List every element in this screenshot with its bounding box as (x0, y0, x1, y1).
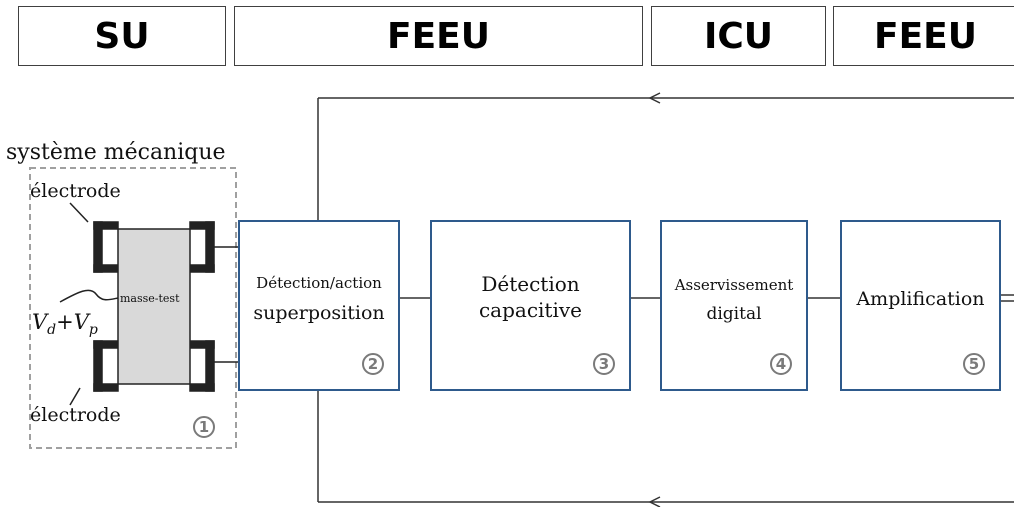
step-number-2: 2 (362, 353, 384, 375)
header-su: SU (18, 6, 226, 66)
block-amplification-line1: Amplification (856, 288, 985, 310)
step-number-5: 5 (963, 353, 985, 375)
header-feeu-2: FEEU (833, 6, 1014, 66)
step-number-1: 1 (193, 416, 215, 438)
electrode-top-label: électrode (30, 180, 121, 202)
step-number-3: 3 (593, 353, 615, 375)
voltage-label: Vd+Vp (32, 310, 98, 339)
header-feeu-1: FEEU (234, 6, 643, 66)
block-digital-control: Asservissement digital 4 (660, 220, 808, 391)
block-detection-action: Détection/action superposition 2 (238, 220, 400, 391)
header-icu: ICU (651, 6, 826, 66)
block-digital-control-line1: Asservissement (674, 276, 794, 294)
block-detection-action-line2: superposition (253, 302, 385, 324)
block-capacitive-detection-line1: Détection (481, 272, 580, 296)
mechanical-system-title: système mécanique (6, 140, 226, 165)
electrode-bottom-label: électrode (30, 404, 121, 426)
block-detection-action-line1: Détection/action (256, 274, 382, 292)
block-amplification: Amplification 5 (840, 220, 1001, 391)
block-digital-control-line2: digital (706, 304, 762, 324)
step-number-4: 4 (770, 353, 792, 375)
block-capacitive-detection-line2: capacitive (478, 298, 583, 322)
block-capacitive-detection: Détection capacitive 3 (430, 220, 631, 391)
proof-mass-label: masse-test (120, 292, 180, 305)
